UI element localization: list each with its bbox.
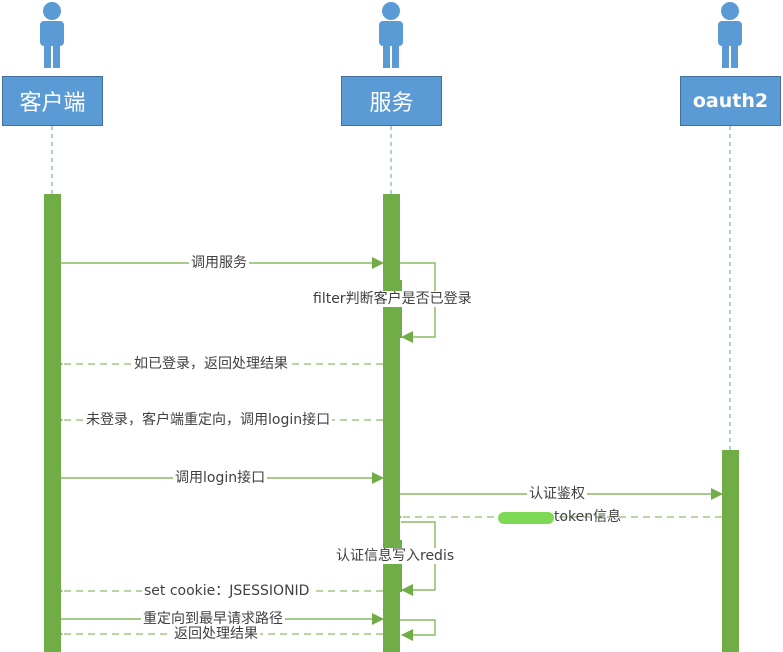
call-service-label: 调用服务 (189, 255, 249, 271)
redirect-earliest-label: 重定向到最早请求路径 (141, 611, 285, 627)
client-activation (44, 194, 61, 652)
if-logged-in-label: 如已登录，返回处理结果 (132, 356, 290, 372)
redaction-blot (498, 512, 554, 524)
client-person-icon (40, 2, 64, 68)
server-activation-nested-2 (400, 540, 402, 592)
return-result-label: 返回处理结果 (172, 626, 260, 642)
oauth-person-icon (718, 2, 742, 68)
actor-server: 服务 (341, 76, 442, 126)
set-cookie-label: set cookie：JSESSIONID (142, 583, 312, 599)
actor-oauth-label: oauth2 (692, 90, 769, 112)
oauth-activation (722, 450, 739, 652)
actor-oauth: oauth2 (680, 76, 781, 126)
write-redis-label: 认证信息写入redis (334, 548, 457, 564)
server-person-icon (379, 2, 403, 68)
call-login-label: 调用login接口 (173, 470, 268, 486)
filter-check-label: filter判断客户是否已登录 (311, 291, 474, 307)
actor-server-label: 服务 (369, 91, 414, 116)
actor-client-label: 客户端 (19, 91, 86, 116)
not-logged-in-label: 未登录，客户端重定向，调用login接口 (84, 412, 333, 428)
server-activation-nested-1 (400, 280, 402, 338)
actor-client: 客户端 (2, 76, 103, 126)
self-return-arrow (400, 619, 436, 641)
return-token-label: token信息 (554, 509, 622, 525)
auth-label: 认证鉴权 (527, 486, 587, 502)
server-activation (383, 194, 400, 652)
